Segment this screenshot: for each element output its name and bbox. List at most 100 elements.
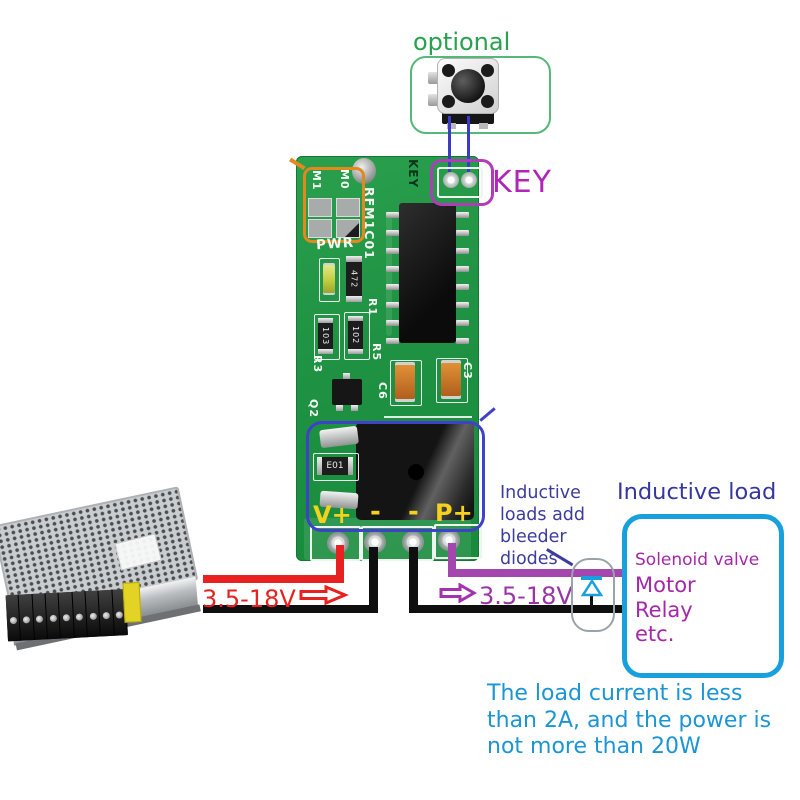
pad-outline-gnd bbox=[361, 526, 434, 561]
jumper-pad bbox=[308, 219, 332, 238]
wire-red-vertical bbox=[336, 545, 344, 581]
jumper-pad bbox=[336, 219, 360, 238]
resistor-cap bbox=[317, 457, 322, 475]
bleeder-note-line: loads add bbox=[500, 505, 586, 525]
psu-warning-sticker bbox=[122, 581, 142, 623]
input-voltage-label: 3.5-18V bbox=[202, 585, 296, 613]
power-supply-photo bbox=[0, 484, 218, 673]
mode-jumper-highlight-tick bbox=[289, 157, 306, 170]
inductive-load-box bbox=[622, 514, 784, 678]
ic-pin bbox=[456, 212, 469, 218]
resistor-cap bbox=[318, 318, 333, 323]
silkscreen-m0: M0 bbox=[338, 169, 351, 190]
wire-black-right-horizontal bbox=[409, 605, 625, 613]
mosfet-highlight-box bbox=[306, 421, 485, 532]
wire-red-horizontal bbox=[203, 575, 344, 583]
button-corner-dot bbox=[442, 95, 455, 108]
diode-outline-oval bbox=[571, 558, 615, 632]
capacitor-outline bbox=[436, 358, 468, 403]
pad-outline-vplus bbox=[310, 526, 361, 561]
button-corner-dot bbox=[442, 64, 455, 77]
mode-jumper-highlight-box bbox=[303, 167, 365, 243]
ic-pin bbox=[386, 284, 399, 290]
diode-triangle-icon bbox=[580, 579, 604, 597]
load-item: etc. bbox=[635, 622, 675, 646]
diode-stub-line bbox=[590, 594, 593, 608]
push-button-body bbox=[437, 58, 499, 114]
pad-minus2 bbox=[402, 531, 424, 553]
optional-box bbox=[410, 56, 551, 134]
ic-chip bbox=[399, 203, 456, 343]
ic-pin bbox=[386, 212, 399, 218]
mosfet-dimple bbox=[408, 464, 424, 480]
bleeder-note-line: diodes bbox=[500, 549, 558, 569]
ic-pin bbox=[386, 248, 399, 254]
resistor-outline bbox=[313, 453, 359, 481]
ic-pin bbox=[456, 230, 469, 236]
ic-pin bbox=[456, 266, 469, 272]
silkscreen-r1: R1 bbox=[366, 298, 379, 317]
load-item: Motor bbox=[635, 573, 696, 597]
inductive-load-title: Inductive load bbox=[617, 479, 777, 505]
button-side-leg bbox=[428, 94, 439, 106]
resistor-cap bbox=[348, 316, 363, 321]
ic-pin bbox=[386, 230, 399, 236]
load-spec-note: The load current is less than 2A, and th… bbox=[487, 681, 771, 761]
resistor-cap bbox=[346, 256, 362, 262]
optional-label: optional bbox=[413, 28, 511, 56]
button-lead-line bbox=[467, 116, 470, 172]
pcb-module: KEY M1 M0 PWR RFM1C01 472 R1 103 bbox=[289, 156, 482, 561]
button-foot bbox=[447, 123, 456, 129]
jumper-pad bbox=[308, 198, 332, 217]
silkscreen-model: RFM1C01 bbox=[362, 187, 377, 260]
resistor-472: 472 bbox=[346, 256, 362, 302]
resistor-outline bbox=[314, 314, 340, 360]
wire-black-left-vertical bbox=[369, 547, 378, 613]
silkscreen-pwr: PWR bbox=[315, 234, 355, 254]
button-corner-dot bbox=[481, 95, 494, 108]
capacitor-c3 bbox=[441, 363, 461, 396]
ic-pin bbox=[456, 320, 469, 326]
wire-black-left-horizontal bbox=[203, 605, 378, 613]
ic-pin bbox=[386, 338, 399, 344]
button-corner-dot bbox=[481, 64, 494, 77]
transistor-leg bbox=[343, 373, 350, 379]
resistor-cap bbox=[318, 349, 333, 354]
transistor-leg bbox=[336, 405, 343, 411]
input-arrow-icon bbox=[299, 585, 349, 605]
silkscreen-q2: Q2 bbox=[307, 399, 320, 419]
pad-label-minus1: - bbox=[370, 497, 381, 527]
resistor-outline bbox=[344, 312, 370, 360]
output-arrow-icon bbox=[439, 583, 477, 603]
pcb-trace bbox=[386, 216, 392, 336]
mosfet bbox=[356, 422, 474, 520]
load-item: Relay bbox=[635, 597, 693, 622]
button-foot bbox=[479, 123, 488, 129]
key-pad bbox=[443, 172, 459, 188]
ic-pin bbox=[456, 248, 469, 254]
power-led bbox=[323, 265, 335, 293]
jumper-pad bbox=[336, 198, 360, 217]
button-lead-line bbox=[448, 116, 451, 172]
load-items: Solenoid valve Motor Relay etc. bbox=[635, 548, 759, 647]
led-outline bbox=[319, 258, 340, 302]
silkscreen-c6: C6 bbox=[376, 382, 389, 400]
silkscreen-r5: R5 bbox=[370, 343, 383, 362]
pad-outline-pplus bbox=[434, 524, 482, 559]
psu-terminal-block bbox=[5, 589, 128, 642]
diode-cathode-bar bbox=[581, 576, 602, 580]
resistor-cap bbox=[348, 349, 363, 354]
resistor-102: 102 bbox=[348, 316, 363, 354]
ic-pin bbox=[456, 338, 469, 344]
capacitor-c6 bbox=[395, 365, 415, 399]
key-label: KEY bbox=[492, 165, 552, 200]
wire-black-right-vertical bbox=[409, 547, 418, 613]
resistor-cap bbox=[346, 296, 362, 302]
wire-purple-vertical bbox=[448, 543, 456, 576]
load-spec-line: than 2A, and the power is bbox=[487, 707, 772, 733]
bleeder-note: Inductive loads add bleeder diodes bbox=[500, 483, 585, 571]
resistor-103: 103 bbox=[318, 318, 333, 354]
pad-label-minus2: - bbox=[408, 497, 419, 527]
ic-pin bbox=[456, 302, 469, 308]
